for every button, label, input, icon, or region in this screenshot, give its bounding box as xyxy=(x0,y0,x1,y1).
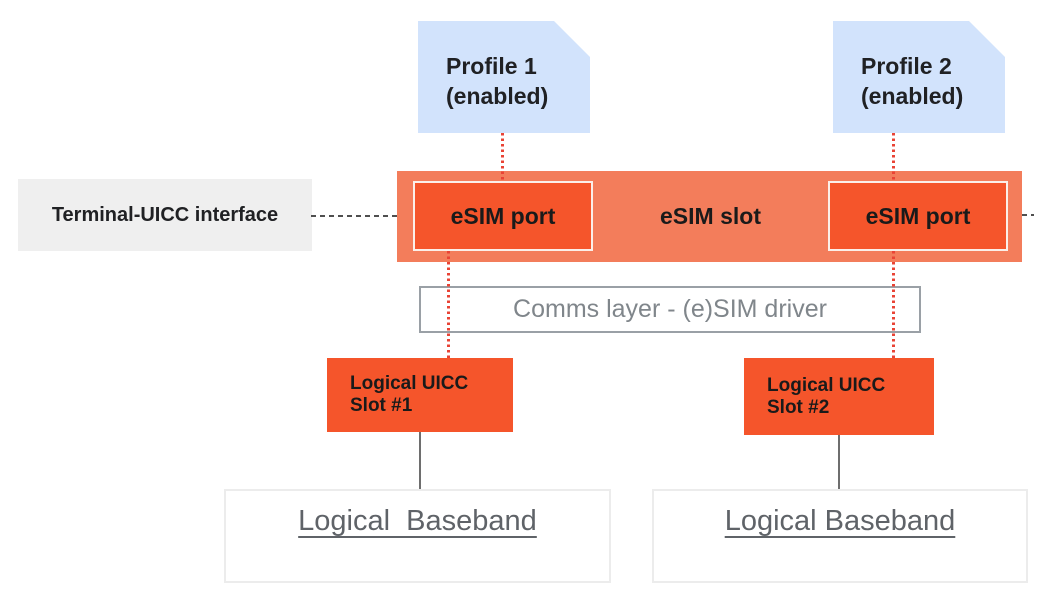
comms-layer-box: Comms layer - (e)SIM driver xyxy=(419,286,921,333)
logical-baseband-2-label: Logical Baseband xyxy=(724,505,956,537)
profile-1-name: Profile 1 xyxy=(446,53,537,79)
uicc-slot-1-line2: Slot #1 xyxy=(350,395,413,416)
logical-uicc-slot-2: Logical UICC Slot #2 xyxy=(744,358,934,435)
terminal-uicc-interface-text: Terminal-UICC interface xyxy=(51,203,279,226)
logical-baseband-1-label: Logical Baseband xyxy=(298,505,537,537)
profile-2-status: (enabled) xyxy=(861,83,964,109)
esim-port-1-label: eSIM port xyxy=(450,202,556,229)
uicc-slot-2-line2: Slot #2 xyxy=(767,396,830,418)
logical-uicc-slot-1: Logical UICC Slot #1 xyxy=(327,358,513,432)
profile-1-card: Profile 1 (enabled) xyxy=(418,21,590,133)
uicc-slot2-to-baseband2-connector xyxy=(838,435,840,489)
esim-port-2-label: eSIM port xyxy=(865,202,971,229)
profile2-to-port2-dotted-connector xyxy=(892,133,895,181)
logical-baseband-1: Logical Baseband xyxy=(224,489,611,583)
profile-2-name: Profile 2 xyxy=(861,53,952,79)
esim-port-2: eSIM port xyxy=(828,181,1008,251)
uicc-slot1-to-baseband1-connector xyxy=(419,432,421,489)
terminal-to-slot-dashed-connector xyxy=(311,215,397,217)
terminal-uicc-interface-label: Terminal-UICC interface xyxy=(18,179,312,251)
profile-2-card: Profile 2 (enabled) xyxy=(833,21,1005,133)
profile-1-status: (enabled) xyxy=(446,83,549,109)
comms-layer-label: Comms layer - (e)SIM driver xyxy=(513,295,827,323)
port2-to-uicc-slot2-dotted-connector xyxy=(892,251,895,358)
uicc-slot-1-line1: Logical UICC xyxy=(350,373,469,394)
profile1-to-port1-dotted-connector xyxy=(501,133,504,181)
uicc-slot-2-line1: Logical UICC xyxy=(767,374,886,396)
port1-to-uicc-slot1-dotted-connector xyxy=(447,251,450,358)
esim-slot-label: eSIM slot xyxy=(593,181,828,251)
logical-baseband-2: Logical Baseband xyxy=(652,489,1028,583)
esim-port-1: eSIM port xyxy=(413,181,593,251)
esim-slot-text: eSIM slot xyxy=(660,202,761,229)
slot-right-dashed-connector xyxy=(1022,214,1034,216)
